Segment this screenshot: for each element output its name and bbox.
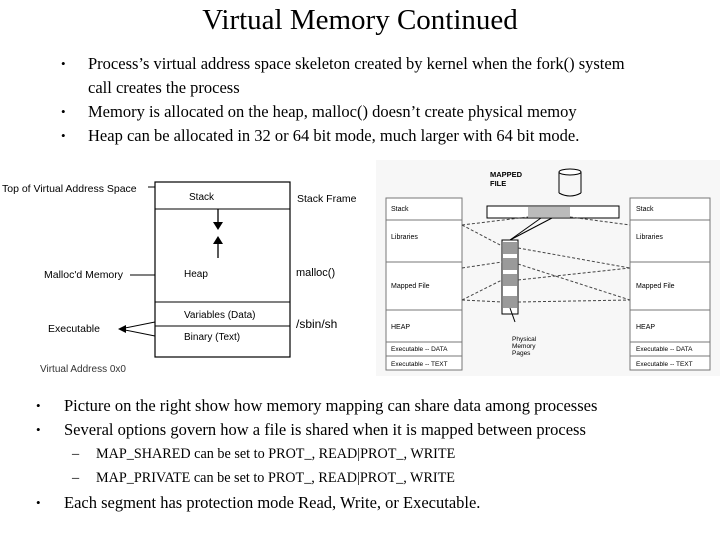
stack-frame-label: Stack Frame bbox=[297, 193, 357, 205]
bullet-text: Picture on the right show how memory map… bbox=[64, 396, 598, 415]
last-bullet-list: • Each segment has protection mode Read, … bbox=[36, 491, 704, 515]
address-space-diagram: Stack Heap Variables (Data) Binary (Text… bbox=[2, 181, 357, 375]
bullet-text: Process’s virtual address space skeleton… bbox=[88, 54, 625, 97]
bullet-dot: • bbox=[61, 128, 66, 143]
segment-label: Libraries bbox=[391, 234, 418, 241]
disk-icon-top bbox=[558, 168, 582, 176]
segment-label: Stack bbox=[391, 206, 409, 213]
bullet-text: Each segment has protection mode Read, W… bbox=[64, 493, 481, 512]
bottom-address-label: Virtual Address 0x0 bbox=[40, 364, 126, 375]
bullet-item: • Picture on the right show how memory ma… bbox=[36, 394, 704, 418]
segment-label: Mapped File bbox=[636, 283, 675, 290]
physical-page bbox=[503, 274, 517, 286]
top-of-space-label: Top of Virtual Address Space bbox=[2, 183, 137, 195]
text-segment-label: Binary (Text) bbox=[184, 332, 240, 343]
top-bullet-list: • Process’s virtual address space skeleto… bbox=[61, 52, 648, 148]
bullet-dot: • bbox=[36, 398, 41, 413]
segment-label: Executable -- DATA bbox=[636, 346, 693, 353]
segment-label: Executable -- DATA bbox=[391, 346, 448, 353]
physical-memory-label: Physical Memory Pages bbox=[512, 336, 538, 357]
sub-bullet-text: MAP_PRIVATE can be set to PROT_, READ|PR… bbox=[96, 470, 455, 486]
bullet-dot: • bbox=[36, 495, 41, 510]
sub-bullet-item: –MAP_PRIVATE can be set to PROT_, READ|P… bbox=[72, 466, 455, 490]
bullet-dot: • bbox=[61, 56, 66, 71]
segment-label: HEAP bbox=[636, 324, 655, 331]
exec-pointer-arrowhead bbox=[118, 325, 126, 333]
bullet-dot: • bbox=[61, 104, 66, 119]
bullet-dot: • bbox=[36, 422, 41, 437]
segment-label: Libraries bbox=[636, 234, 663, 241]
physical-memory-pages bbox=[501, 239, 519, 315]
sub-bullet-list: –MAP_SHARED can be set to PROT_, READ|PR… bbox=[72, 442, 456, 490]
process-a-box bbox=[385, 197, 463, 371]
bullet-item: • Process’s virtual address space skeleto… bbox=[61, 52, 648, 100]
segment-label: HEAP bbox=[391, 324, 410, 331]
disk-icon-bottom bbox=[558, 192, 582, 197]
mapping-lines bbox=[461, 216, 631, 303]
bullet-item: • Memory is allocated on the heap, malloc… bbox=[61, 100, 648, 124]
segment-label: Executable -- TEXT bbox=[391, 361, 448, 368]
segment-label: Mapped File bbox=[391, 283, 430, 290]
mapped-file-label: MAPPED FILE bbox=[490, 170, 524, 188]
bullet-text: Heap can be allocated in 32 or 64 bit mo… bbox=[88, 126, 580, 145]
memory-mapping-diagram: MAPPED FILE Stack Libraries Mapped File … bbox=[376, 160, 720, 376]
segment-label: Stack bbox=[636, 206, 654, 213]
physical-label-pointer bbox=[509, 307, 516, 323]
bullet-item: • Heap can be allocated in 32 or 64 bit m… bbox=[61, 124, 648, 148]
segment-label: Executable -- TEXT bbox=[636, 361, 693, 368]
sub-bullet-item: –MAP_SHARED can be set to PROT_, READ|PR… bbox=[72, 442, 456, 466]
sub-bullet-text: MAP_SHARED can be set to PROT_, READ|PRO… bbox=[96, 446, 456, 462]
address-space-box bbox=[154, 181, 291, 358]
bullet-text: Memory is allocated on the heap, malloc(… bbox=[88, 102, 577, 121]
process-a-address-space: Stack Libraries Mapped File HEAP Executa… bbox=[385, 197, 463, 371]
bullet-item: • Several options govern how a file is sh… bbox=[36, 418, 704, 442]
process-b-address-space: Stack Libraries Mapped File HEAP Executa… bbox=[629, 197, 711, 371]
physical-page bbox=[503, 258, 517, 270]
heap-growth-arrowhead bbox=[213, 236, 223, 244]
heap-segment-label: Heap bbox=[184, 269, 208, 280]
bullet-text: Several options govern how a file is sha… bbox=[64, 420, 586, 439]
shell-path-label: /sbin/sh bbox=[296, 317, 337, 331]
stack-growth-arrowhead bbox=[213, 222, 223, 230]
physical-page bbox=[503, 242, 517, 254]
slide-title: Virtual Memory Continued bbox=[202, 4, 518, 36]
malloc-call-label: malloc() bbox=[296, 267, 335, 279]
process-b-box bbox=[629, 197, 711, 371]
malloc-memory-label: Malloc'd Memory bbox=[44, 269, 124, 281]
physical-page bbox=[503, 296, 517, 308]
sub-bullet-dash: – bbox=[72, 470, 80, 486]
stack-segment-label: Stack bbox=[189, 192, 215, 203]
data-segment-label: Variables (Data) bbox=[184, 310, 256, 321]
mapped-file-arrows bbox=[509, 217, 553, 241]
executable-label: Executable bbox=[48, 323, 100, 335]
bullet-item: • Each segment has protection mode Read, … bbox=[36, 491, 704, 515]
mapped-file-region bbox=[528, 207, 570, 217]
bottom-bullet-list: • Picture on the right show how memory ma… bbox=[36, 394, 704, 442]
sub-bullet-dash: – bbox=[72, 446, 80, 462]
